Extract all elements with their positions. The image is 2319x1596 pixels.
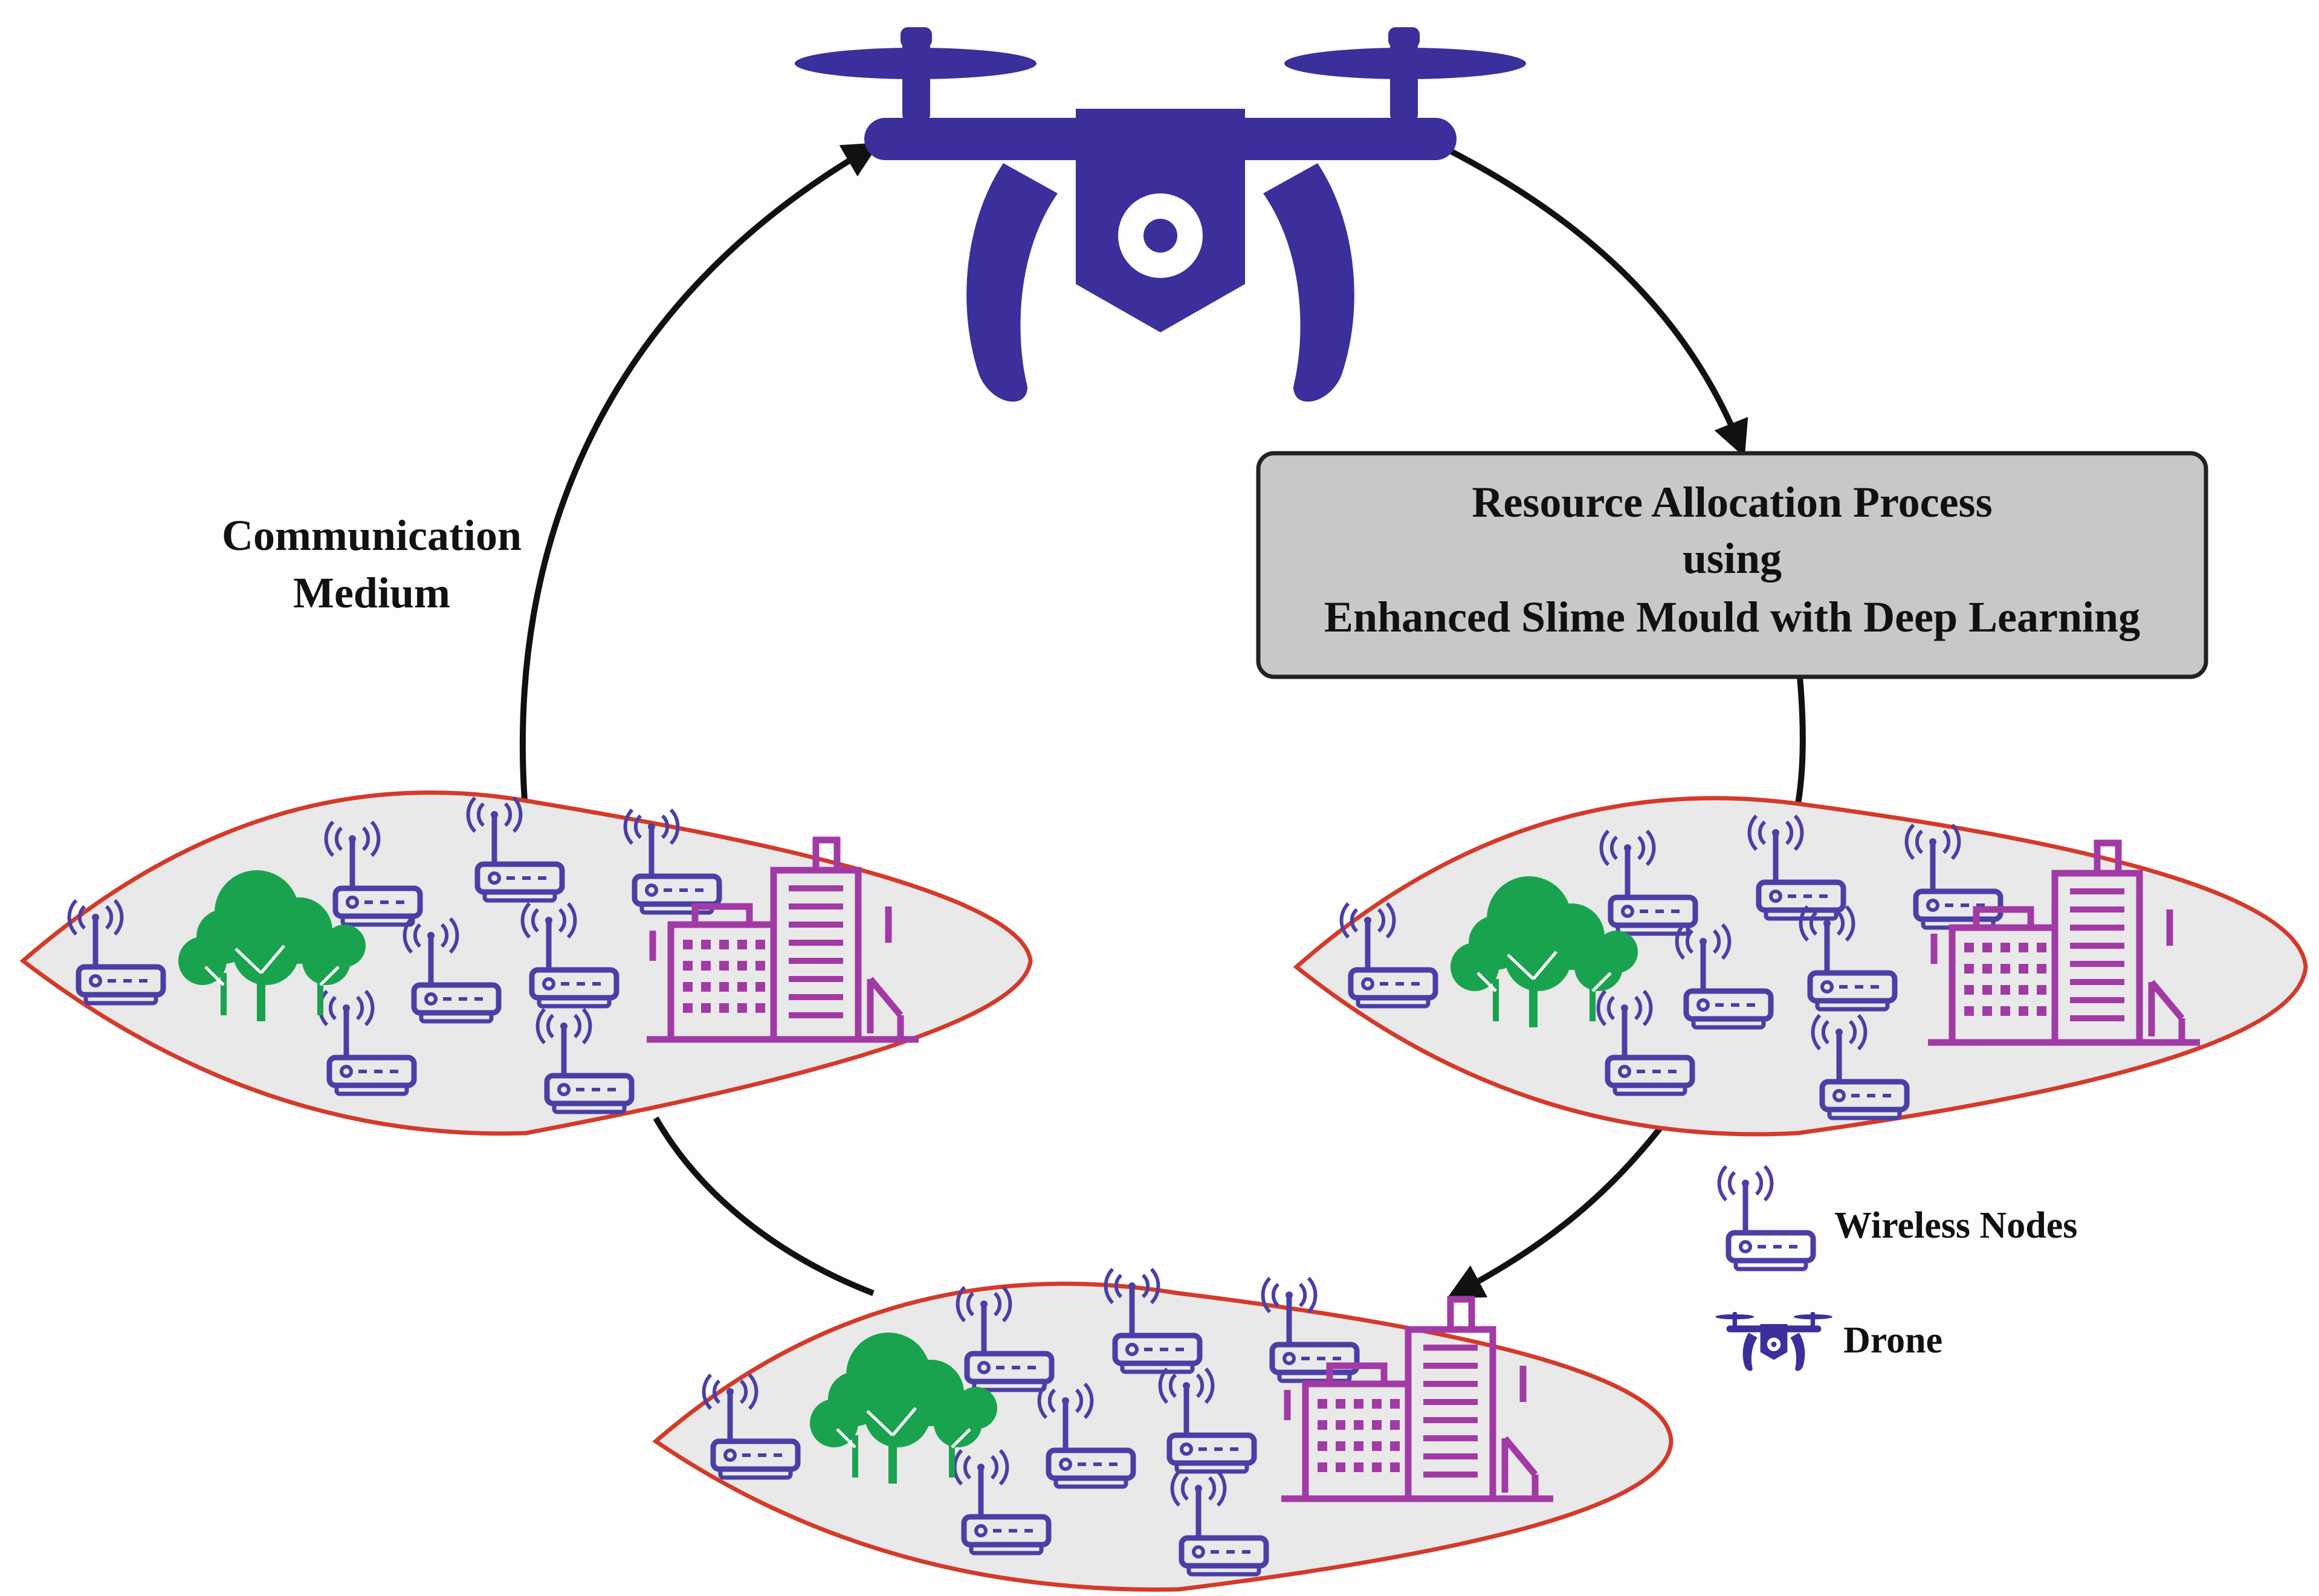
legend-drone-label: Drone	[1843, 1320, 1942, 1361]
box-title-line1: Resource Allocation Process	[1472, 478, 1992, 526]
network-region-left	[19, 790, 1033, 1136]
drone-icon	[1715, 1312, 1832, 1371]
region-boundary	[1293, 796, 2308, 1137]
drone-icon	[795, 27, 1526, 402]
network-region-right	[1293, 796, 2308, 1137]
resource-allocation-box: Resource Allocation Process using Enhanc…	[1256, 451, 2208, 679]
drone-to-process-arrow	[1449, 148, 1748, 457]
region-boundary	[652, 1281, 1674, 1592]
box-title-line2: using	[1683, 534, 1782, 583]
legend-wireless-nodes-label: Wireless Nodes	[1834, 1205, 2077, 1246]
right-to-bottom-region-arrow	[1447, 1116, 1671, 1299]
communication-arrow	[519, 142, 880, 801]
region-boundary	[19, 790, 1033, 1136]
communication-label-line2: Medium	[293, 569, 450, 617]
network-region-bottom	[652, 1269, 1674, 1592]
legend-drone: Drone	[1715, 1312, 1942, 1371]
communication-label-line1: Communication	[222, 511, 522, 560]
wireless-router-icon	[1719, 1166, 1813, 1269]
box-title-line3: Enhanced Slime Mould with Deep Learning	[1324, 593, 2140, 641]
process-to-region-line	[1795, 676, 1806, 804]
legend-wireless-nodes: Wireless Nodes	[1719, 1166, 2077, 1269]
legend: Wireless Nodes Drone	[1715, 1166, 2077, 1371]
left-to-bottom-region-line	[653, 1116, 875, 1296]
